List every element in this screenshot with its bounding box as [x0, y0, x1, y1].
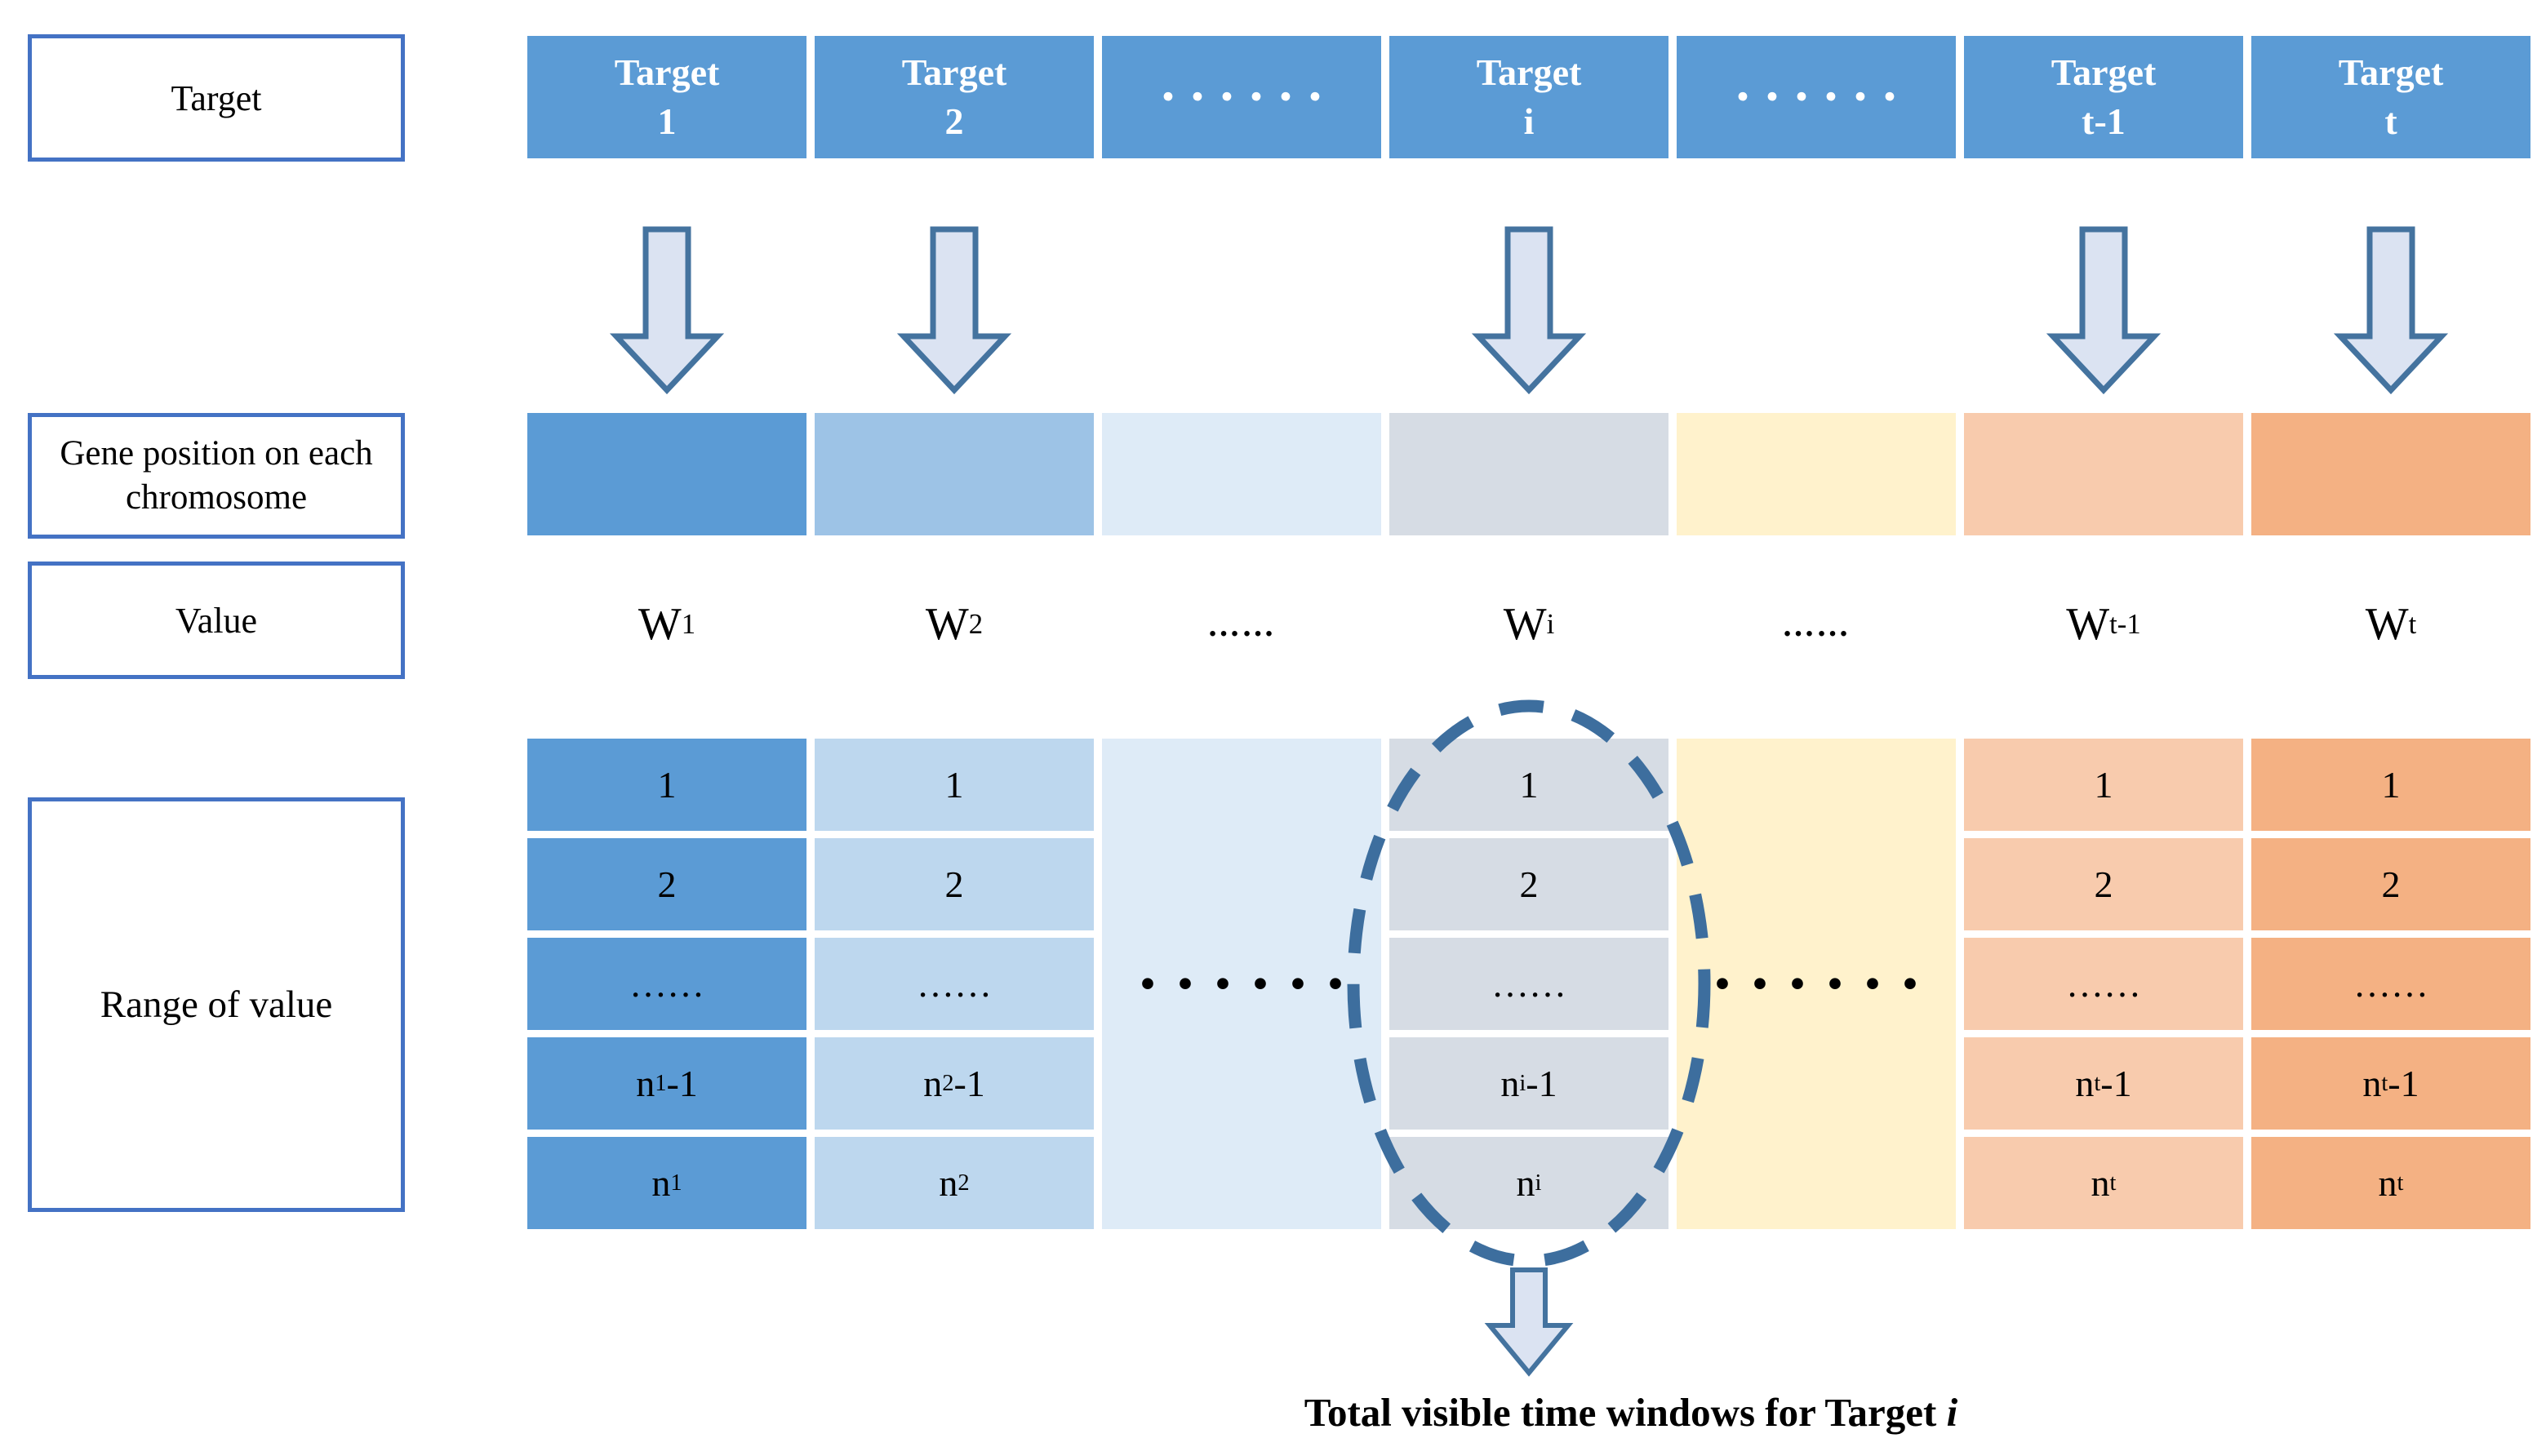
header-target-1: Target 1	[527, 36, 806, 158]
range-cell: 2	[1964, 838, 2243, 930]
range-row-label: Range of value	[100, 983, 333, 1026]
header-ellipsis-left: ······	[1102, 36, 1381, 158]
header-target-1-line2: 1	[657, 100, 677, 142]
range-row-label-box: Range of value	[28, 797, 405, 1212]
header-ellipsis-right: ······	[1677, 36, 1956, 158]
header-target-t-1-line2: t-1	[2082, 100, 2126, 142]
target-row-label: Target	[171, 78, 262, 118]
figure-caption-text: Total visible time windows for Target	[1304, 1390, 1947, 1435]
range-cell: 1	[1964, 739, 2243, 831]
range-cell: ……	[1964, 938, 2243, 1030]
header-target-i-line2: i	[1523, 100, 1535, 142]
value-ellipsis-left: ……	[1207, 606, 1276, 643]
highlight-ellipse	[1347, 699, 1711, 1267]
gene-position-row-label: Gene position on each chromosome	[60, 434, 373, 517]
down-arrow-shape	[2334, 226, 2448, 395]
header-target-2-line2: 2	[944, 100, 964, 142]
down-arrow-icon	[1472, 226, 1586, 395]
down-arrow-shape	[897, 226, 1011, 395]
range-cell: ……	[815, 938, 1094, 1030]
gene-position-box-1	[527, 413, 806, 535]
range-cell: 2	[1389, 838, 1668, 930]
gene-position-box-ellipsis-left	[1102, 413, 1381, 535]
down-arrow-small-icon	[1484, 1267, 1574, 1377]
header-target-t-1-line1: Target	[2051, 51, 2157, 94]
gene-position-box-t-1	[1964, 413, 2243, 535]
figure-caption: Total visible time windows for Target i	[1304, 1389, 1957, 1436]
gene-position-box-i	[1389, 413, 1668, 535]
range-block-ellipsis-left: ······	[1102, 739, 1381, 1229]
header-ellipsis-dots: ······	[1158, 67, 1336, 127]
header-target-t-1: Target t-1	[1964, 36, 2243, 158]
header-target-t-line1: Target	[2338, 51, 2444, 94]
range-cell: 1	[2251, 739, 2530, 831]
header-target-t: Target t	[2251, 36, 2530, 158]
gene-position-box-t	[2251, 413, 2530, 535]
value-ellipsis-right: ……	[1782, 606, 1851, 643]
down-arrow-shape	[1484, 1267, 1574, 1377]
range-cell: 2	[527, 838, 806, 930]
highlight-ellipse-shape	[1347, 699, 1711, 1267]
figure-caption-italic-i: i	[1946, 1390, 1958, 1435]
range-cell: 1	[527, 739, 806, 831]
range-cell: 1	[815, 739, 1094, 831]
value-row-label-box: Value	[28, 562, 405, 679]
range-cell: 2	[2251, 838, 2530, 930]
down-arrow-icon	[2046, 226, 2161, 395]
range-block-dots: ······	[1710, 945, 1937, 1022]
header-ellipsis-dots: ······	[1733, 67, 1911, 127]
down-arrow-icon	[610, 226, 724, 395]
down-arrow-shape	[610, 226, 724, 395]
down-arrow-shape	[2046, 226, 2161, 395]
range-cell: 2	[815, 838, 1094, 930]
header-target-2-line1: Target	[901, 51, 1007, 94]
header-target-i: Target i	[1389, 36, 1668, 158]
value-row-label: Value	[175, 600, 258, 641]
header-target-t-line2: t	[2384, 100, 2397, 142]
range-cell: ……	[2251, 938, 2530, 1030]
range-block-dots: ······	[1135, 945, 1362, 1022]
down-arrow-shape	[1472, 226, 1586, 395]
range-block-ellipsis-right: ······	[1677, 739, 1956, 1229]
range-cell: 1	[1389, 739, 1668, 831]
gene-position-row-label-box: Gene position on each chromosome	[28, 413, 405, 539]
header-target-i-line1: Target	[1476, 51, 1582, 94]
target-row-label-box: Target	[28, 34, 405, 162]
range-cell: ……	[1389, 938, 1668, 1030]
down-arrow-icon	[2334, 226, 2448, 395]
gene-position-box-ellipsis-right	[1677, 413, 1956, 535]
down-arrow-icon	[897, 226, 1011, 395]
header-target-2: Target 2	[815, 36, 1094, 158]
header-target-1-line1: Target	[614, 51, 720, 94]
range-cell: ……	[527, 938, 806, 1030]
gene-position-box-2	[815, 413, 1094, 535]
